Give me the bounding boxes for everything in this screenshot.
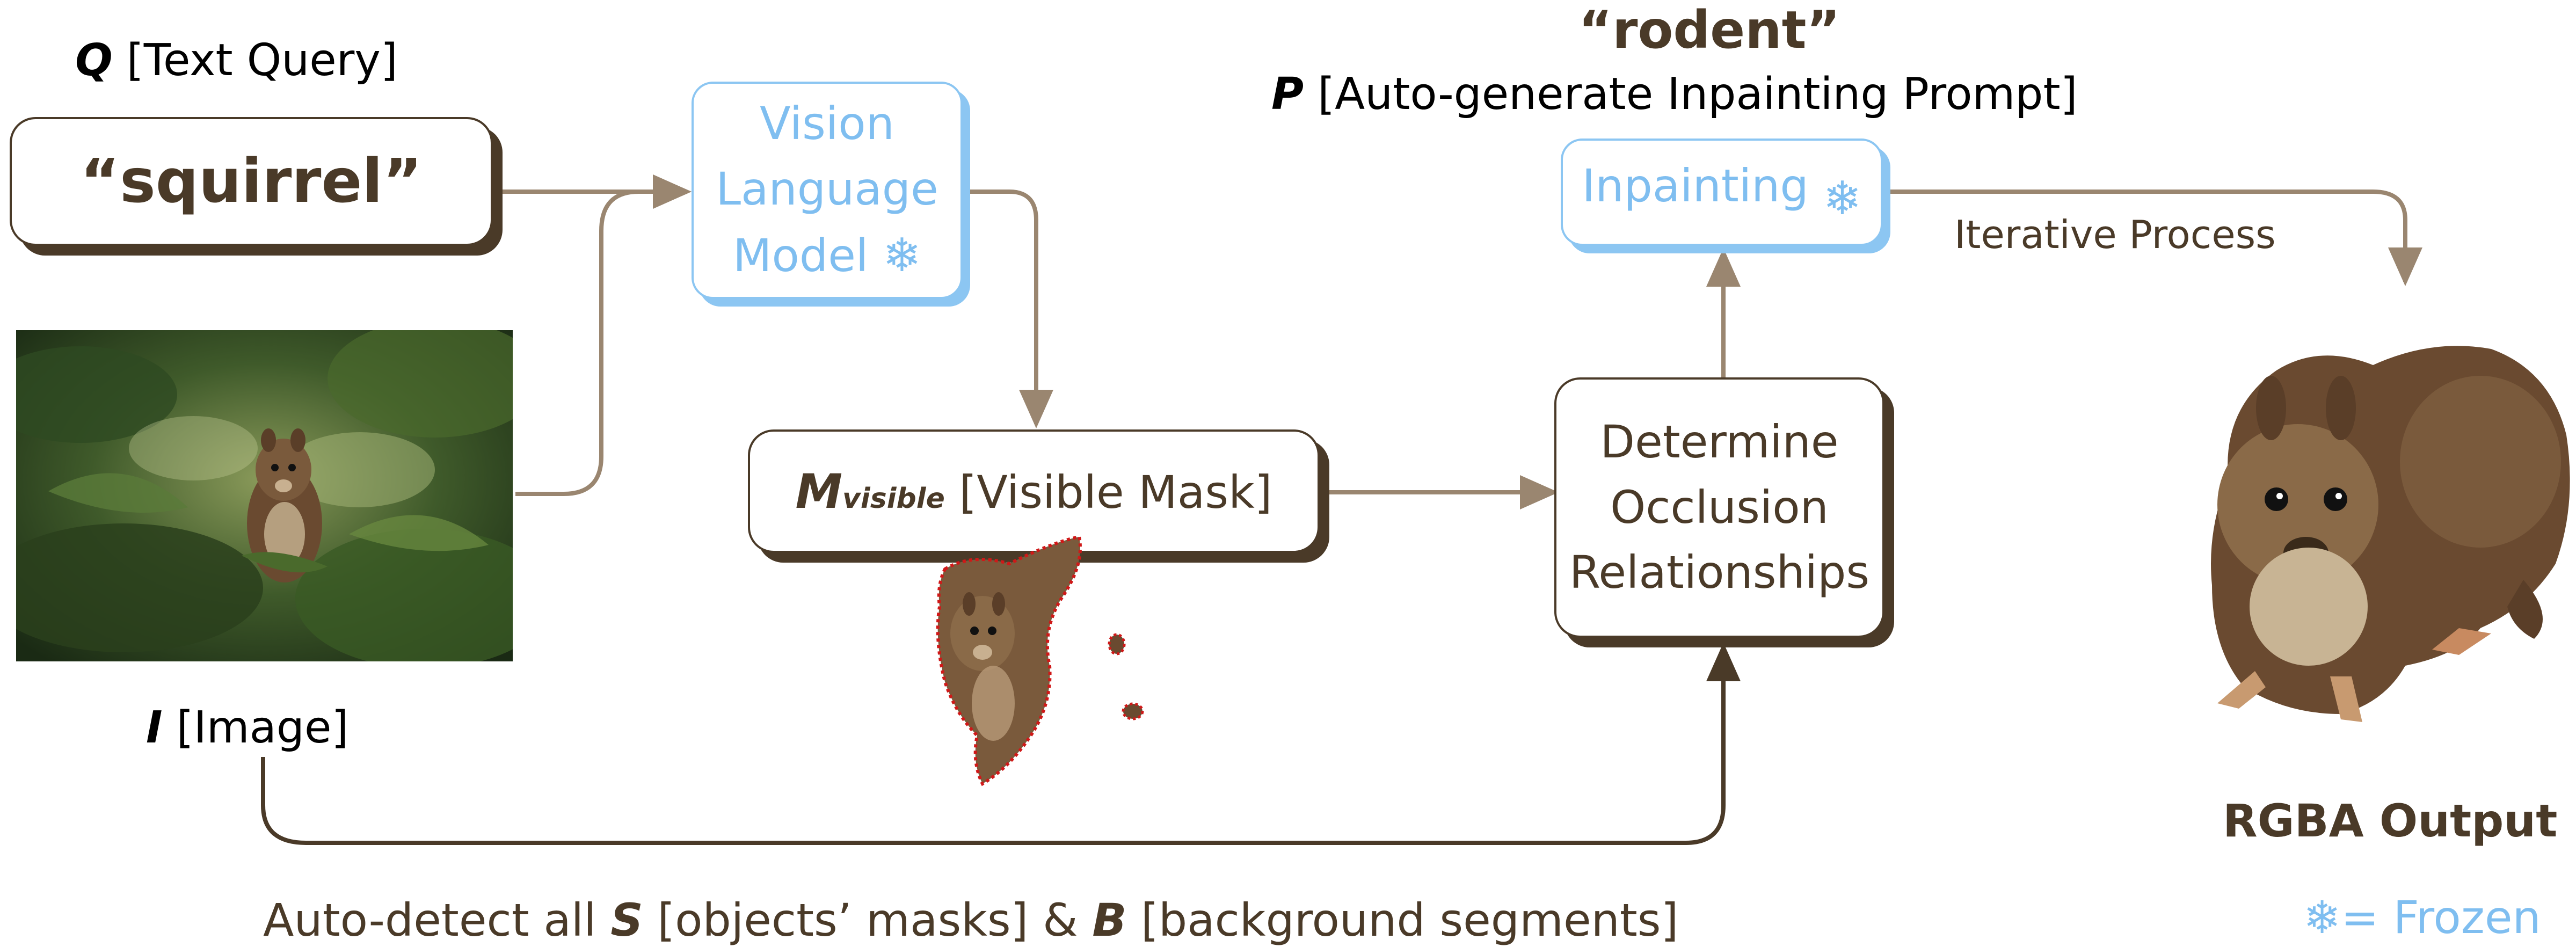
- visible-mask-image: [936, 535, 1144, 786]
- mask-symbol: M: [795, 463, 843, 519]
- input-image: [16, 330, 513, 661]
- rgba-output-image: [2211, 346, 2570, 722]
- text-query-box: “squirrel”: [10, 117, 493, 246]
- inpainting-box: Inpainting ❄: [1561, 139, 1883, 246]
- mask-subscript: visible: [842, 482, 945, 515]
- visible-mask-box: Mvisible [Visible Mask]: [748, 429, 1320, 553]
- determine-occlusion-box: Determine Occlusion Relationships: [1554, 377, 1884, 638]
- arrow-vlm-to-mask: [969, 190, 1053, 428]
- query-label: Q [Text Query]: [75, 35, 398, 86]
- occlusion-line-2: Occlusion: [1610, 480, 1829, 534]
- arrow-image-to-vlm: [515, 174, 692, 496]
- inpainting-label: Inpainting: [1582, 159, 1809, 212]
- iterative-process-label: Iterative Process: [1954, 212, 2276, 257]
- vision-language-model-box: Vision Language Model ❄: [692, 82, 963, 299]
- query-text: “squirrel”: [80, 147, 423, 216]
- inpainting-prompt-text: “rodent”: [1578, 0, 1840, 60]
- frozen-legend-label: = Frozen: [2341, 891, 2541, 944]
- rgba-output-label: RGBA Output: [2223, 795, 2558, 847]
- vlm-line-3: Model: [733, 229, 869, 282]
- occlusion-line-3: Relationships: [1569, 546, 1870, 599]
- prompt-label: P [Auto-generate Inpainting Prompt]: [1271, 69, 2078, 120]
- snowflake-icon: ❄: [2303, 891, 2341, 944]
- occlusion-line-1: Determine: [1600, 415, 1839, 468]
- vlm-line-2: Language: [716, 163, 938, 216]
- image-label: I [Image]: [146, 702, 349, 753]
- vlm-line-1: Vision: [760, 97, 894, 150]
- frozen-legend: ❄= Frozen: [2303, 891, 2541, 944]
- snowflake-icon: ❄: [882, 228, 921, 282]
- snowflake-icon: ❄: [1823, 171, 1862, 225]
- mask-label: [Visible Mask]: [959, 465, 1272, 519]
- bottom-caption: Auto-detect all S [objects’ masks] & B […: [263, 894, 1679, 946]
